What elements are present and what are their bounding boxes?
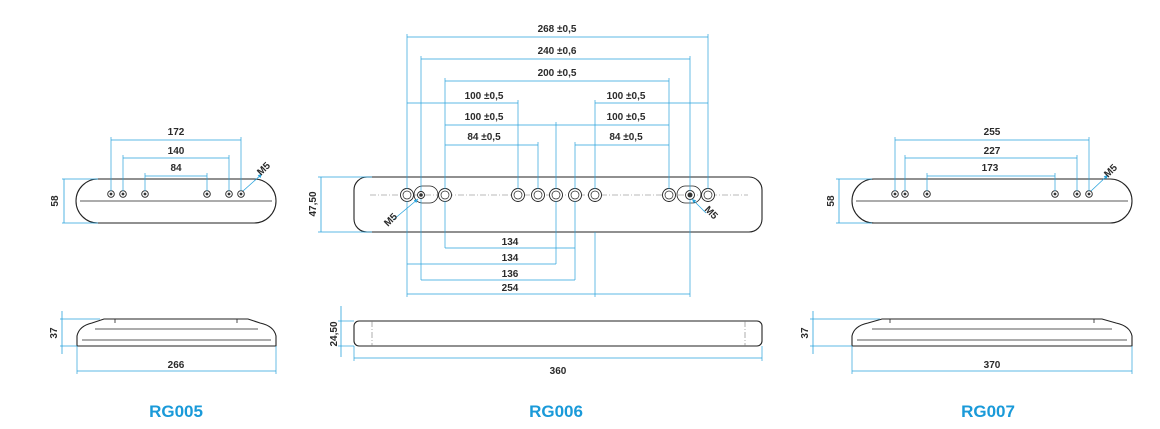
rg006-side-outline [353, 320, 763, 347]
rg005-hole [225, 190, 233, 198]
rg006-side-height-label: 24,50 [329, 321, 340, 346]
rg006-bottom-dim-1-label: 134 [502, 237, 519, 248]
rg007-length-label: 370 [984, 360, 1001, 371]
rg006-length-label: 360 [550, 366, 567, 377]
rg007-dimension-255: 255 [894, 127, 1090, 191]
rg006-slot-left [413, 185, 439, 204]
rg006-dimension-left-84: 84 ±0,5 [445, 132, 539, 189]
rg006-left-dim-1-label: 100 ±0,5 [465, 91, 504, 102]
rg006-bottom-dim-4-label: 254 [502, 283, 519, 294]
rg006-dim-200-label: 200 ±0,5 [538, 68, 577, 79]
rg005-thread-label: M5 [255, 160, 273, 178]
rg007-hole [923, 190, 931, 198]
rg006-dim-240-label: 240 ±0,6 [538, 46, 577, 57]
rg006-hole [400, 188, 414, 202]
rg006-right-dim-3-label: 84 ±0,5 [609, 132, 643, 143]
rg007-hole [891, 190, 899, 198]
rg005-side-view [76, 318, 277, 347]
rg005-height-dimension: 58 [50, 178, 98, 224]
rg005-dim-172-label: 172 [168, 127, 185, 138]
rg005-height-label: 58 [50, 195, 61, 207]
rg006-height-dimension: 47,50 [308, 176, 372, 233]
rg006-dimension-200: 200 ±0,5 [444, 68, 670, 189]
rg006-dimension-134a: 134 [445, 237, 575, 249]
rg006-hole [549, 188, 563, 202]
rg006-hole [662, 188, 676, 202]
rg006-hole [701, 188, 715, 202]
rg006-dimension-254: 254 [407, 283, 690, 295]
model-label-rg005: RG005 [149, 402, 203, 421]
rg006-hole [685, 190, 695, 200]
rg006-dimension-240: 240 ±0,6 [420, 46, 691, 191]
rg006-right-dim-1-label: 100 ±0,5 [607, 91, 646, 102]
rg005-hole [203, 190, 211, 198]
rg007-side-height-label: 37 [800, 327, 811, 339]
rg006-dimension-268: 268 ±0,5 [406, 24, 709, 189]
rg006-left-dim-2-label: 100 ±0,5 [465, 112, 504, 123]
rg006-hole [438, 188, 452, 202]
rg006-bottom-dim-3-label: 136 [502, 269, 519, 280]
rg006-side-view [353, 320, 763, 347]
rg006-hole [568, 188, 582, 202]
rg007-hole [1073, 190, 1081, 198]
rg007-length-dimension: 370 [851, 346, 1133, 374]
rg005-length-dimension: 266 [76, 346, 277, 374]
rg006-slot-right [676, 185, 702, 204]
rg007-dim-255-label: 255 [984, 127, 1001, 138]
rg005-hole [237, 190, 245, 198]
rg006-dimension-right-100a: 100 ±0,5 [594, 91, 708, 189]
rg007-height-label: 58 [826, 195, 837, 207]
rg006-dim-268-label: 268 ±0,5 [538, 24, 577, 35]
rg007-dim-227-label: 227 [984, 146, 1001, 157]
rg007-top-view [851, 178, 1133, 224]
rg006-body-outline [353, 176, 763, 233]
rg007-side-height-dimension: 37 [800, 311, 880, 354]
rg005-top-view [75, 178, 277, 224]
rg005-side-height-label: 37 [49, 327, 60, 339]
rg005-side-outline [76, 318, 277, 347]
rg006-dimension-left-100b: 100 ±0,5 [445, 112, 557, 189]
rg006-hole [531, 188, 545, 202]
rg005-dim-140-label: 140 [168, 146, 185, 157]
model-label-rg007: RG007 [961, 402, 1015, 421]
rg005-hole [141, 190, 149, 198]
rg005-hole [119, 190, 127, 198]
model-label-rg006: RG006 [529, 402, 583, 421]
rg005-dimension-172: 172 [110, 127, 242, 191]
rg007-dim-173-label: 173 [982, 163, 999, 174]
rg006-dimension-right-100b: 100 ±0,5 [556, 112, 669, 126]
rg007-dimension-227: 227 [904, 146, 1078, 191]
rg006-dimension-134b: 134 [407, 253, 556, 265]
rg006-top-view [353, 176, 763, 233]
rg005-dimension-140: 140 [122, 146, 230, 191]
rg007-hole [1051, 190, 1059, 198]
rg006-height-label: 47,50 [308, 191, 319, 216]
rg007-side-view [851, 318, 1133, 347]
rg006-left-dim-3-label: 84 ±0,5 [467, 132, 501, 143]
rg006-hole [588, 188, 602, 202]
rg006-dimension-136: 136 [421, 269, 575, 281]
rg007-height-dimension: 58 [826, 178, 872, 224]
rg006-side-height-dimension: 24,50 [329, 306, 354, 357]
rg005-side-height-dimension: 37 [49, 311, 100, 354]
rg005-dim-84-label: 84 [170, 163, 182, 174]
rg007-hole [1085, 190, 1093, 198]
rg006-dimension-right-84: 84 ±0,5 [574, 132, 669, 189]
rg006-hole [511, 188, 525, 202]
rg006-hole [417, 191, 425, 199]
rg005-hole [107, 190, 115, 198]
rg006-right-dim-2-label: 100 ±0,5 [607, 112, 646, 123]
rg007-side-outline [851, 318, 1133, 347]
rg005-dimension-84: 84 [144, 163, 208, 191]
rg006-length-dimension: 360 [353, 346, 763, 377]
rg007-hole [901, 190, 909, 198]
rg006-bottom-dim-2-label: 134 [502, 253, 519, 264]
rg005-length-label: 266 [168, 360, 185, 371]
rg006-dimension-left-100a: 100 ±0,5 [407, 91, 519, 189]
rg007-dimension-173: 173 [926, 163, 1056, 191]
